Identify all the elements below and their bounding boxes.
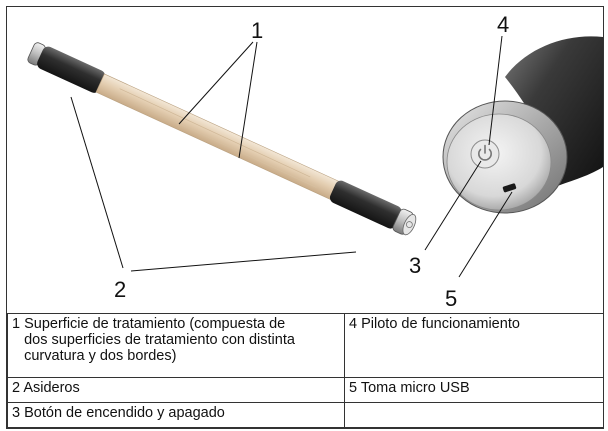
legend-row: 3 Botón de encendido y apagado [7,402,604,428]
legend-text: Superficie de tratamiento (compuesta de … [24,316,295,364]
usb-port [502,183,517,193]
product-parts-diagram: 1 2 3 4 5 1 Superficie de tratamiento (c… [6,6,604,429]
legend-text: Piloto de funcionamiento [361,316,520,332]
callout-5: 5 [445,286,457,311]
callout-4: 4 [497,12,509,37]
leader-lines [70,35,513,278]
product-illustration: 1 2 3 4 5 [27,12,603,311]
legend-row: 2 Asideros 5 Toma micro USB [7,377,604,404]
callout-1: 1 [251,18,263,43]
legend-cell: 4 Piloto de funcionamiento [344,312,604,379]
closeup-end-face [446,113,552,211]
power-icon [478,144,492,161]
legend-number: 5 [349,380,358,397]
legend-cell: 2 Asideros [7,377,345,404]
closeup-grip [505,36,603,187]
parts-legend-table: 1 Superficie de tratamiento (compuesta d… [7,312,604,428]
legend-text: Botón de encendido y apagado [24,405,225,422]
legend-number: 3 [12,405,21,422]
legend-cell: 3 Botón de encendido y apagado [7,402,345,428]
legend-cell-empty [344,402,604,428]
callout-2: 2 [114,277,126,302]
end-closeup [442,36,603,214]
legend-text: Asideros [23,380,80,397]
legend-cell: 1 Superficie de tratamiento (compuesta d… [7,312,345,379]
massage-stick [27,42,417,236]
legend-number: 4 [349,316,358,332]
callout-3: 3 [409,253,421,278]
power-button [470,139,500,169]
grip-right [329,180,402,229]
grip-left [37,46,106,93]
legend-number: 2 [12,380,21,397]
legend-text: Toma micro USB [360,380,470,397]
end-face [402,213,417,236]
legend-cell: 5 Toma micro USB [344,377,604,404]
legend-row: 1 Superficie de tratamiento (compuesta d… [7,312,604,379]
legend-number: 1 [12,316,21,332]
